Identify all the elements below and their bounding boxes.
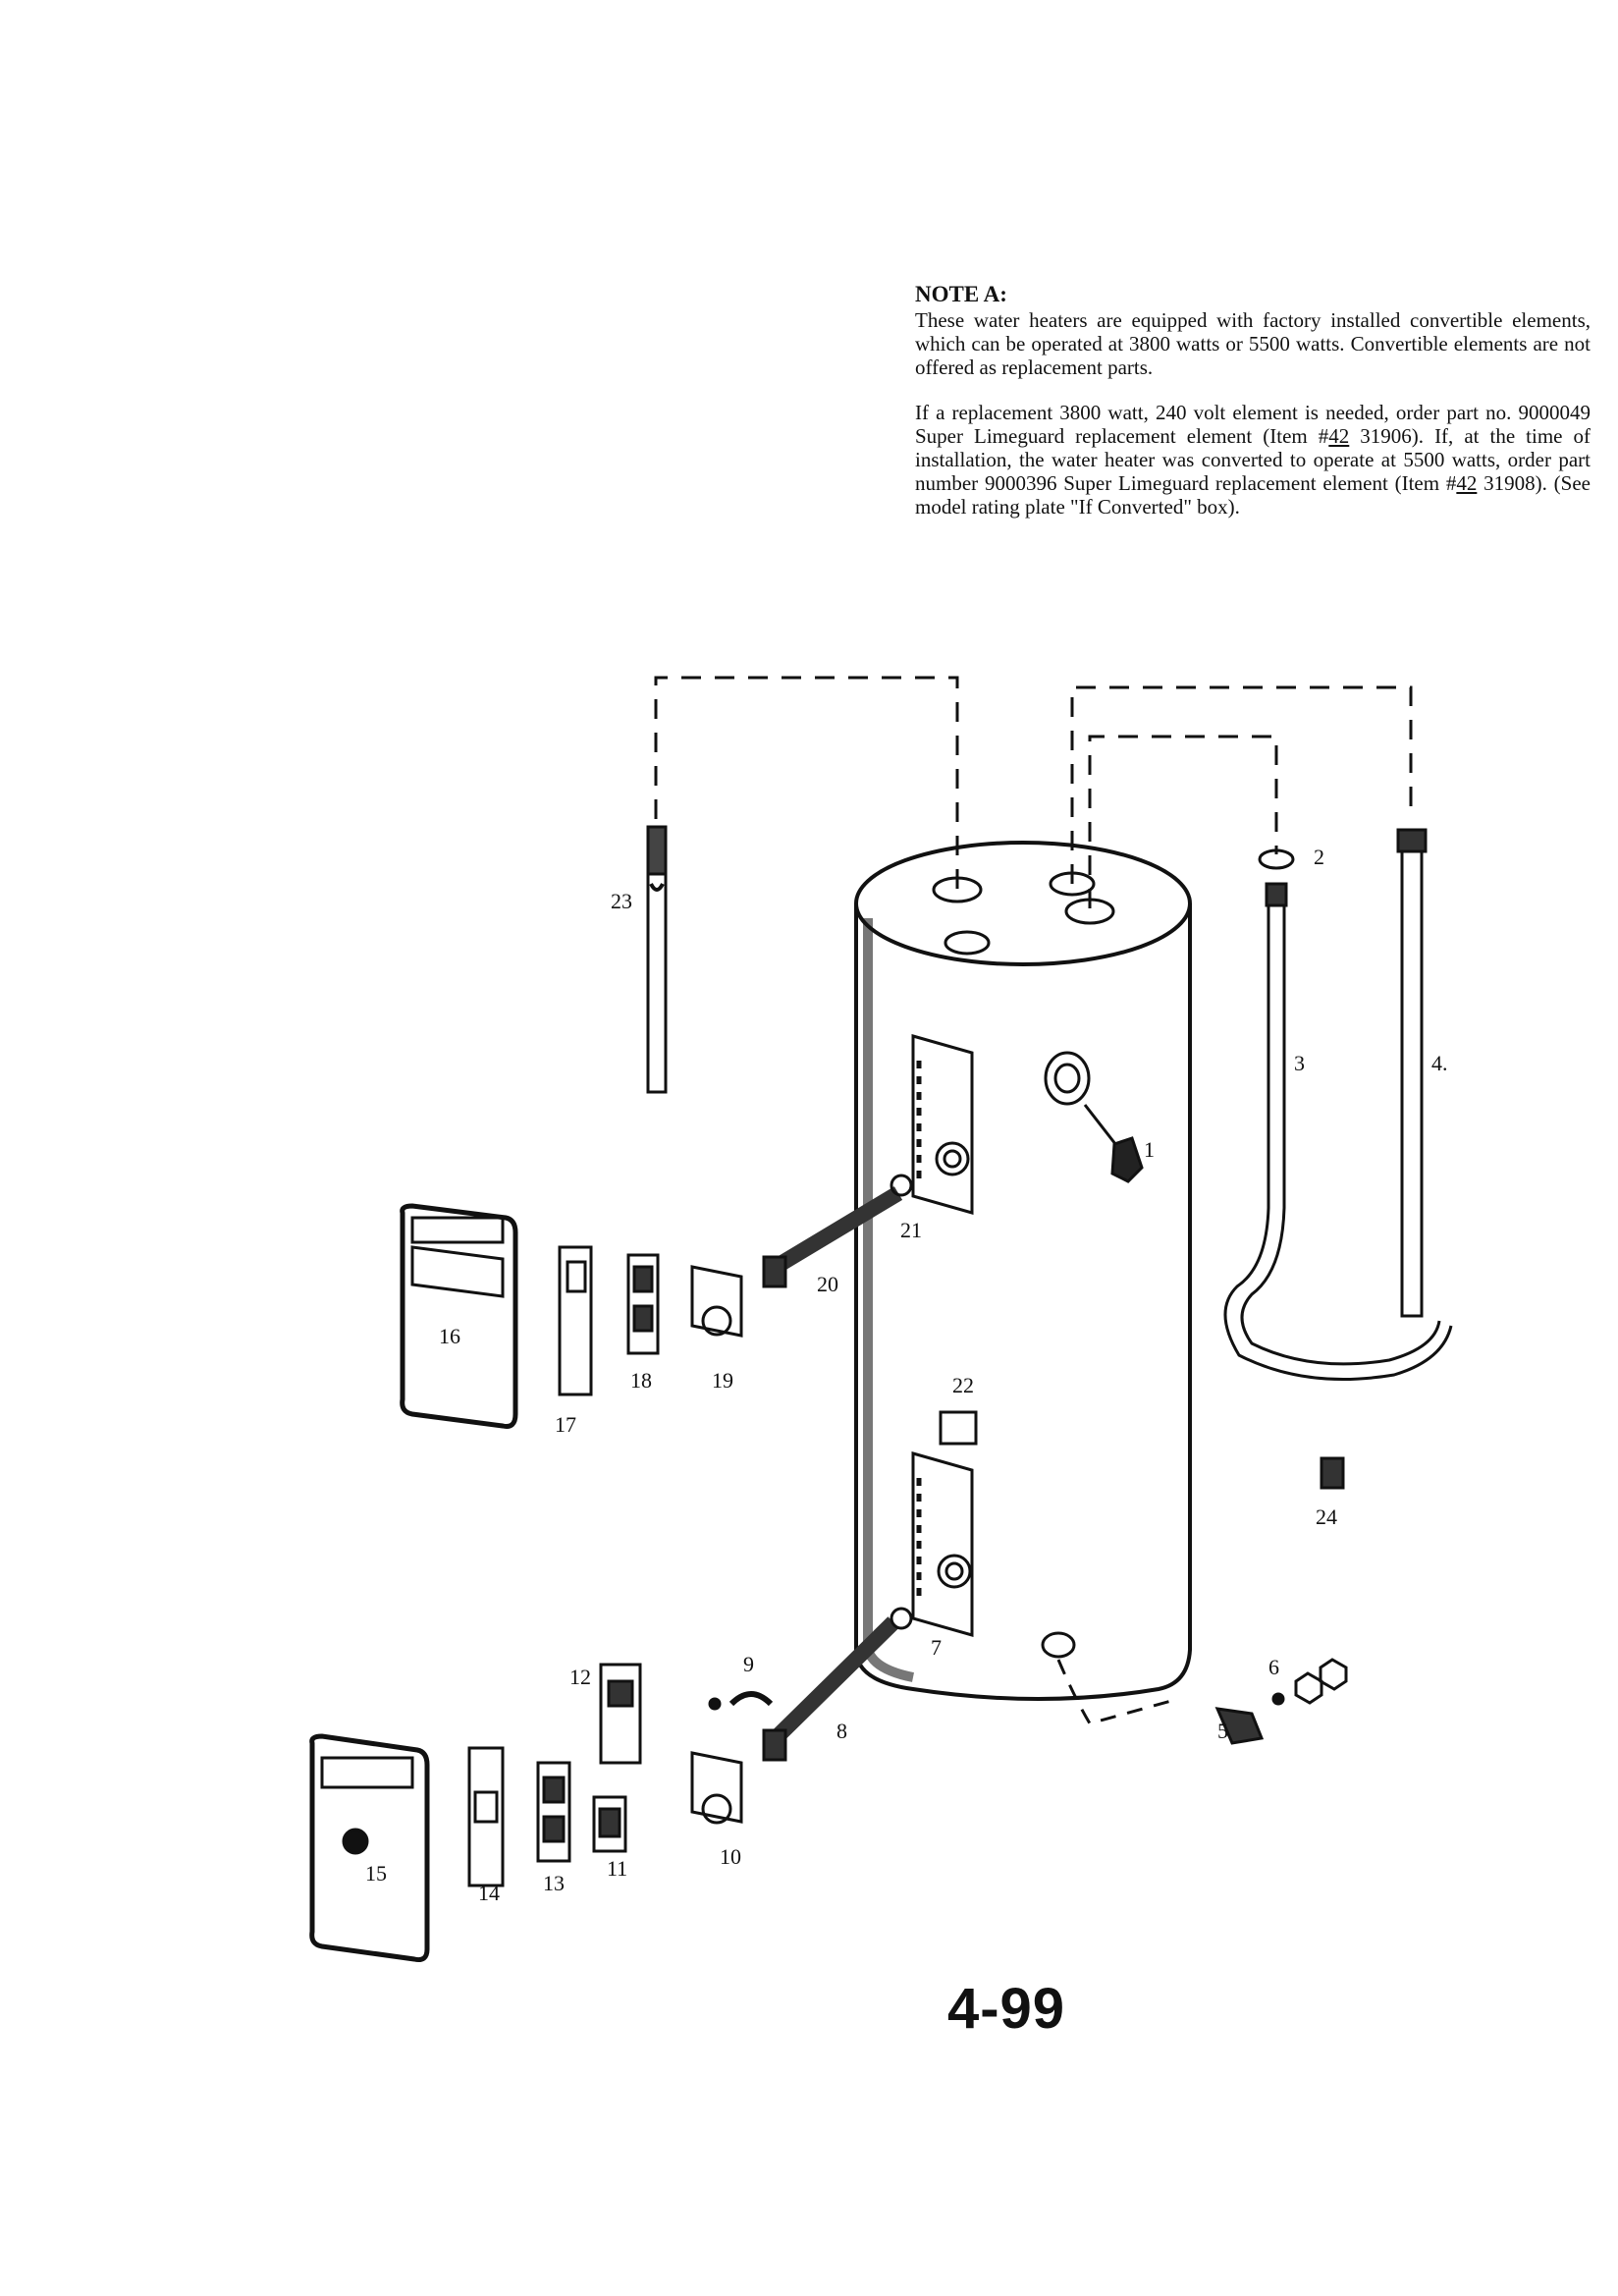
lower-heating-element: [762, 1607, 913, 1762]
note-paragraph-1: These water heaters are equipped with fa…: [915, 308, 1591, 379]
page-number: 4-99: [946, 1977, 1066, 2041]
note-para2-part-b: 31906). If, at the time of installation,…: [915, 424, 1591, 495]
upper-heating-element: [762, 1174, 913, 1288]
label-part-17: 17: [555, 1412, 576, 1437]
upper-thermostat: [626, 1253, 660, 1355]
upper-thermostat-bracket: [690, 1265, 743, 1338]
drain-valve: [1214, 1658, 1348, 1745]
label-part-23: 23: [611, 889, 632, 913]
lower-thermostat: [536, 1761, 571, 1863]
high-limit-switch: [592, 1795, 627, 1853]
label-part-6: 6: [1268, 1655, 1279, 1679]
note-para2-part-a: If a replacement 3800 watt, 240 volt ele…: [915, 401, 1591, 448]
label-part-19: 19: [712, 1368, 733, 1393]
thermostat-insulation: [599, 1663, 642, 1765]
label-part-2: 2: [1314, 845, 1324, 869]
label-part-15: 15: [365, 1861, 387, 1886]
label-part-21: 21: [900, 1218, 922, 1242]
label-part-16: 16: [439, 1324, 460, 1348]
note-item-number-1: 42: [1328, 424, 1350, 448]
label-part-8: 8: [836, 1719, 847, 1743]
note-para2-part-c: 31908). (See model rating plate "If Conv…: [915, 471, 1591, 519]
pipe-nipple: [1320, 1456, 1345, 1490]
part-labels: 1 2 3 4. 5 6 7 8 9 10 11 12 13 14 15 16 …: [365, 845, 1448, 1905]
anode-rod: [646, 825, 668, 1094]
lower-insulation-pad: [467, 1746, 505, 1887]
lower-thermostat-bracket: [690, 1751, 743, 1825]
note-item-number-2: 42: [1456, 471, 1478, 495]
connection-leaders: [654, 676, 1413, 908]
note-heading: NOTE A:: [915, 282, 1007, 306]
label-part-14: 14: [478, 1881, 500, 1905]
inlet-nipple: [1396, 828, 1428, 1318]
upper-insulation-pad: [558, 1245, 593, 1396]
label-part-11: 11: [607, 1856, 627, 1881]
label-part-12: 12: [569, 1665, 591, 1689]
lower-access-cover: [309, 1733, 430, 1962]
label-part-1: 1: [1144, 1137, 1155, 1162]
upper-element-opening: [911, 1034, 974, 1215]
dip-tube: [1223, 848, 1453, 1381]
label-part-20: 20: [817, 1272, 838, 1296]
drain-leader: [1056, 1659, 1179, 1725]
tank-body: [854, 841, 1192, 1701]
label-part-5: 5: [1217, 1719, 1228, 1743]
label-part-7: 7: [931, 1635, 942, 1660]
lower-element-opening: [911, 1451, 974, 1637]
element-gasket: [708, 1691, 774, 1711]
note-a: NOTE A: These water heaters are equipped…: [915, 283, 1591, 540]
note-paragraph-2: If a replacement 3800 watt, 240 volt ele…: [915, 401, 1591, 519]
label-part-22: 22: [952, 1373, 974, 1397]
label-part-4: 4.: [1431, 1051, 1448, 1075]
upper-access-cover: [400, 1203, 518, 1429]
label-part-24: 24: [1316, 1504, 1337, 1529]
label-part-3: 3: [1294, 1051, 1305, 1075]
rating-plate-label: [939, 1410, 978, 1446]
drain-opening: [1041, 1631, 1076, 1659]
label-part-18: 18: [630, 1368, 652, 1393]
label-part-9: 9: [743, 1652, 754, 1676]
label-part-10: 10: [720, 1844, 741, 1869]
label-part-13: 13: [543, 1871, 565, 1895]
relief-valve: [1044, 1051, 1144, 1183]
